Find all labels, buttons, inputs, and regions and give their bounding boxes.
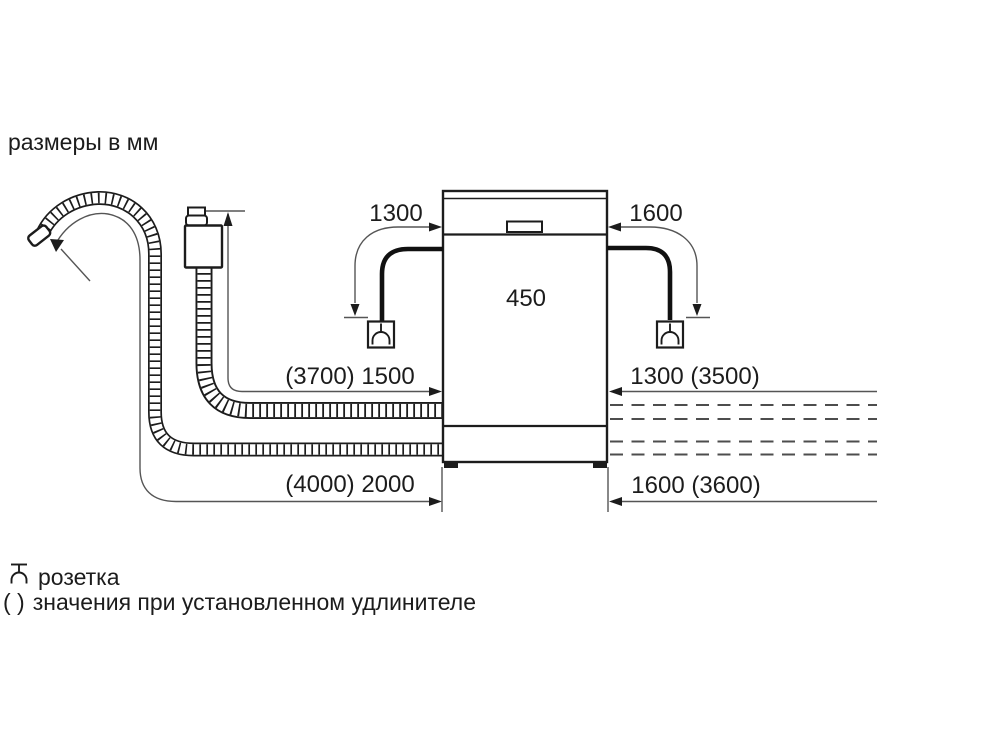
dim-power-cord-right (608, 222, 710, 319)
legend-parentheses-symbol: ( ) (3, 589, 25, 615)
drain-hose (27, 191, 443, 457)
arrowhead-left (608, 222, 621, 232)
aquastop-valve (183, 206, 224, 269)
power-cord-left (379, 246, 443, 321)
socket-left (366, 320, 396, 349)
arrowhead-up-left (50, 239, 64, 252)
label-power-cord-right: 1600 (629, 200, 682, 227)
arrowhead-right (429, 497, 442, 506)
dashed-hoses-right (610, 404, 877, 456)
aquastop-body (183, 224, 224, 269)
legend: розетка ( ) значения при установленном уд… (3, 563, 476, 615)
aquastop-coupling (185, 214, 208, 227)
arrowhead-right (429, 222, 442, 232)
label-drain-hose-left: (4000) 2000 (285, 471, 414, 498)
arrowhead-down (692, 304, 702, 316)
dim-supply-hose-right (609, 387, 877, 396)
dishwasher-front (441, 189, 609, 468)
legend-parentheses-line: ( ) значения при установленном удлинителе (3, 589, 476, 615)
arrowhead-left (609, 387, 622, 396)
arrowhead-down (350, 304, 360, 316)
dishwasher-body (441, 189, 609, 464)
socket-icon (10, 563, 28, 584)
dim-power-cord-left (344, 222, 442, 319)
power-cord-right (607, 245, 673, 320)
supply-hose (183, 206, 443, 419)
socket-icon (660, 323, 680, 345)
label-appliance-width: 450 (506, 285, 546, 312)
foot-left (444, 462, 458, 468)
label-supply-hose-left: (3700) 1500 (285, 363, 414, 390)
legend-parentheses-label: значения при установленном удлинителе (33, 589, 476, 615)
socket-icon (371, 323, 391, 345)
dim-drain-hose-left (50, 212, 442, 506)
label-power-cord-left: 1300 (369, 200, 422, 227)
arrowhead-right (429, 387, 442, 396)
legend-socket-label: розетка (38, 564, 120, 590)
dim-supply-hose-left (206, 210, 442, 396)
control-panel-handle (506, 220, 543, 233)
page-title: размеры в мм (8, 129, 158, 155)
aquastop-nut (187, 206, 206, 217)
socket-right (655, 320, 685, 349)
arrowhead-up (223, 212, 233, 226)
power-cords (379, 245, 673, 321)
arrowhead-left (609, 497, 622, 506)
extension-lines (441, 467, 609, 512)
label-supply-hose-right: 1300 (3500) (630, 363, 759, 390)
drain-hose-end-fitting (27, 224, 52, 247)
foot-right (593, 462, 607, 468)
dim-drain-hose-right (609, 497, 877, 506)
label-drain-hose-right: 1600 (3600) (631, 472, 760, 499)
